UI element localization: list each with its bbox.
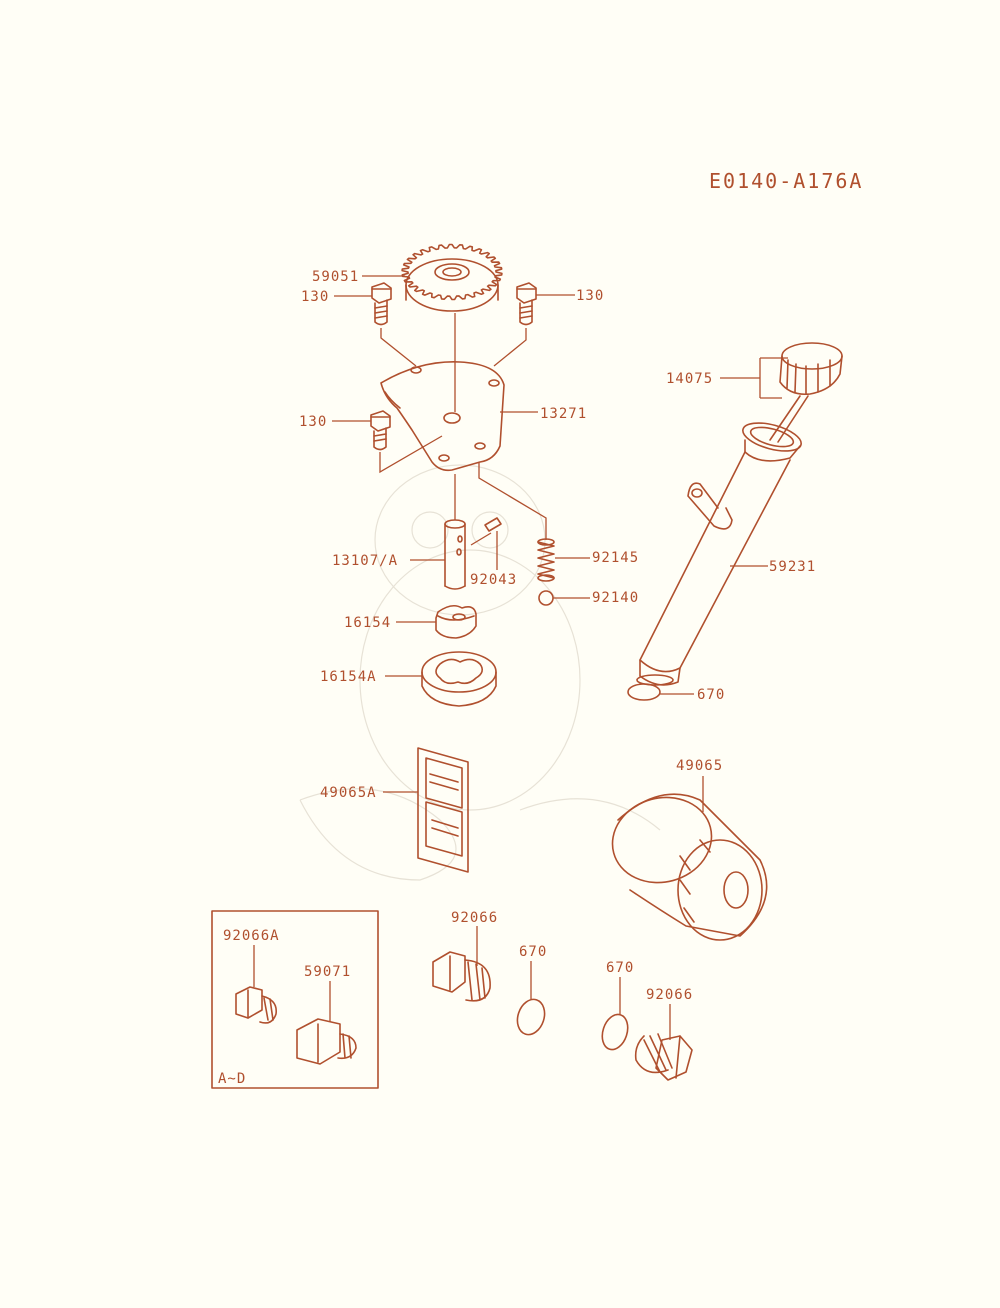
label-filter: 49065: [676, 758, 723, 774]
label-dipstick: 14075: [666, 371, 713, 387]
label-plug-box: 92066A: [223, 928, 280, 944]
dipstick: [769, 342, 843, 443]
label-gear: 59051: [312, 269, 359, 285]
oring-right: [601, 1013, 629, 1051]
label-tube: 59231: [769, 559, 816, 575]
drain-plug-right: [634, 1033, 693, 1081]
bolt-left: [371, 282, 392, 326]
guide-bolt-left: [380, 328, 417, 367]
label-rotor-inner: 16154: [344, 615, 391, 631]
label-ball: 92140: [592, 590, 639, 606]
drain-plug-center: [432, 951, 491, 1002]
watermark-mascot: [299, 464, 661, 881]
label-bolt-right: 130: [576, 288, 604, 304]
relief-ball: [538, 590, 554, 606]
diagram-code: E0140-A176A: [709, 169, 863, 193]
label-oring-center: 670: [519, 944, 547, 960]
drain-plug-box: [235, 986, 278, 1024]
label-plug-right: 92066: [646, 987, 693, 1003]
variant-box: [211, 910, 379, 1089]
drain-fitting: [296, 1018, 357, 1065]
leader-dipstick: [720, 357, 788, 399]
label-oring-tube: 670: [697, 687, 725, 703]
label-fitting: 59071: [304, 964, 351, 980]
pump-pin: [484, 517, 502, 532]
guide-spring: [478, 463, 547, 540]
bolt-mid: [370, 410, 391, 451]
oil-screen: [417, 747, 469, 873]
outer-rotor: [421, 651, 497, 707]
variant-box-label: A~D: [218, 1071, 246, 1087]
guide-bolt-mid: [379, 435, 443, 474]
oil-filter: [611, 793, 768, 941]
guide-pin: [470, 532, 492, 546]
label-pin: 92043: [470, 572, 517, 588]
oring-tube: [627, 683, 661, 701]
label-oring-right: 670: [606, 960, 634, 976]
oil-pump-gear: [401, 243, 503, 312]
label-spring: 92145: [592, 550, 639, 566]
oil-fill-tube: [636, 422, 802, 686]
gear-teeth: [401, 243, 503, 301]
label-bolt-left: 130: [301, 289, 329, 305]
label-screen: 49065A: [320, 785, 377, 801]
oring-center: [516, 998, 546, 1036]
label-bolt-mid: 130: [299, 414, 327, 430]
label-rotor-outer: 16154A: [320, 669, 377, 685]
pump-cover: [380, 361, 505, 472]
label-shaft: 13107/A: [332, 553, 398, 569]
bolt-right: [516, 282, 537, 326]
label-cover: 13271: [540, 406, 587, 422]
inner-rotor: [435, 604, 477, 639]
relief-spring: [537, 538, 555, 582]
pump-shaft: [444, 519, 466, 590]
label-plug-center: 92066: [451, 910, 498, 926]
guide-bolt-right: [493, 328, 527, 367]
